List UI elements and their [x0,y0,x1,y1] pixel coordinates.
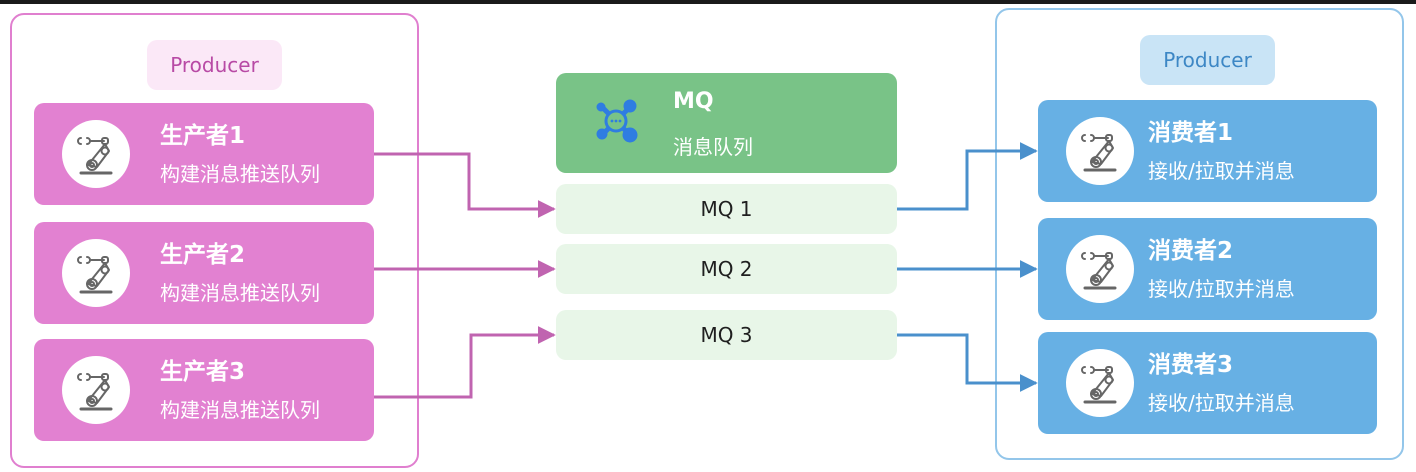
mq-title: MQ [673,89,714,114]
message-hub-icon [596,99,638,143]
mq-header-card[interactable]: MQ 消息队列 [556,73,897,173]
consumer-subtitle: 接收/拉取并消息 [1148,391,1295,415]
robot-arm-icon [62,239,130,307]
connector-producer3-mq3 [374,326,556,399]
consumer-subtitle: 接收/拉取并消息 [1148,277,1295,301]
connector-mq1-consumer1 [897,142,1038,211]
consumer-title: 消费者2 [1148,238,1234,264]
robot-arm-icon [1066,349,1134,417]
consumer-card-1[interactable]: 消费者1 接收/拉取并消息 [1038,100,1377,202]
producer-card-2[interactable]: 生产者2 构建消息推送队列 [34,222,374,324]
consumer-group-label: Producer [1140,35,1275,85]
producer-card-1[interactable]: 生产者1 构建消息推送队列 [34,103,374,205]
producer-subtitle: 构建消息推送队列 [160,162,320,186]
queue-mq-2[interactable]: MQ 2 [556,244,897,294]
robot-arm-icon [1066,235,1134,303]
producer-subtitle: 构建消息推送队列 [160,398,320,422]
top-edge-bar [0,0,1416,4]
producer-title: 生产者1 [160,123,246,149]
robot-arm-icon [62,356,130,424]
producer-group-label: Producer [147,40,282,90]
queue-mq-3[interactable]: MQ 3 [556,310,897,360]
robot-arm-icon [62,120,130,188]
consumer-title: 消费者3 [1148,352,1234,378]
connector-mq3-consumer3 [897,333,1038,392]
connector-producer1-mq1 [374,152,556,218]
robot-arm-icon [1066,117,1134,185]
producer-subtitle: 构建消息推送队列 [160,281,320,305]
consumer-subtitle: 接收/拉取并消息 [1148,159,1295,183]
producer-title: 生产者2 [160,242,246,268]
consumer-card-3[interactable]: 消费者3 接收/拉取并消息 [1038,332,1377,434]
queue-mq-1[interactable]: MQ 1 [556,184,897,234]
consumer-title: 消费者1 [1148,120,1234,146]
consumer-card-2[interactable]: 消费者2 接收/拉取并消息 [1038,218,1377,320]
producer-title: 生产者3 [160,359,246,385]
producer-card-3[interactable]: 生产者3 构建消息推送队列 [34,339,374,441]
mq-subtitle: 消息队列 [673,135,753,159]
